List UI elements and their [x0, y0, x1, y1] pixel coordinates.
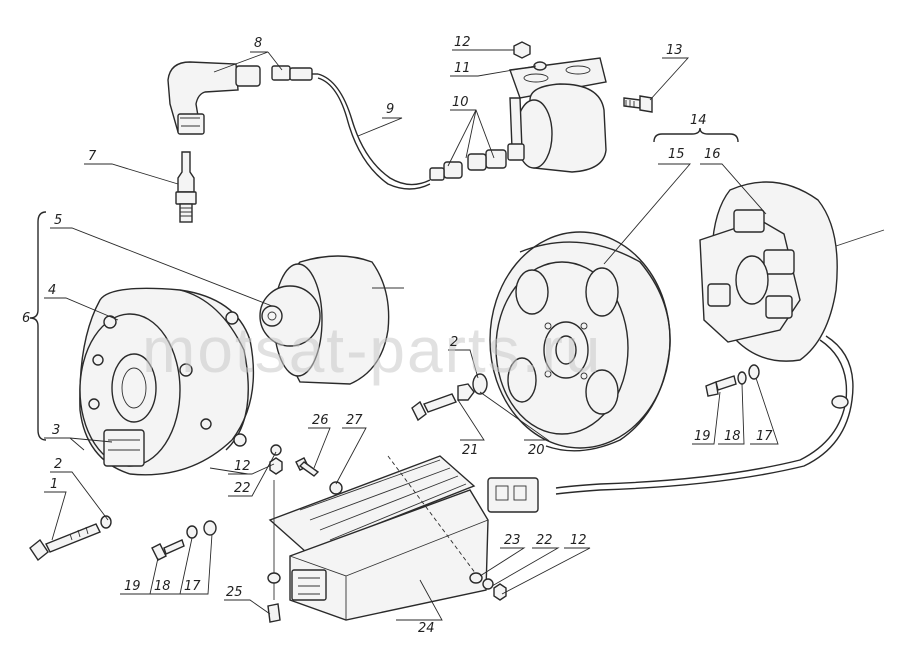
part-labels: 8 9 7 12 11 10 13 14 15 16 5 4 6 3 2 1 1…	[22, 35, 773, 636]
coil-nut-washer	[513, 41, 547, 71]
label-8: 8	[254, 36, 262, 51]
label-2-right: 2	[450, 335, 458, 350]
flywheel-bolt	[411, 373, 488, 422]
label-16: 16	[704, 147, 721, 162]
watermark: motsat-parts.ru	[142, 314, 602, 386]
label-20: 20	[528, 443, 545, 458]
label-23: 23	[504, 533, 521, 548]
stator-housing	[79, 287, 255, 476]
label-7: 7	[88, 149, 97, 164]
left-bolt-set	[151, 520, 217, 561]
label-21: 21	[462, 443, 479, 458]
label-10: 10	[452, 95, 469, 110]
sub-assembly-bracket	[653, 127, 739, 143]
label-26: 26	[312, 413, 329, 428]
label-12-right: 12	[570, 533, 587, 548]
label-27: 27	[346, 413, 363, 428]
ht-wire	[317, 73, 431, 186]
assembly-bracket	[29, 211, 47, 441]
label-25: 25	[226, 585, 243, 600]
label-17-left: 17	[184, 579, 201, 594]
label-5: 5	[54, 213, 62, 228]
spark-plug-cap	[167, 61, 318, 135]
label-14: 14	[690, 113, 707, 128]
label-2-left: 2	[54, 457, 62, 472]
label-4: 4	[48, 283, 56, 298]
label-13: 13	[666, 43, 683, 58]
spark-plug	[175, 151, 197, 223]
label-12-mid: 12	[234, 459, 251, 474]
label-6: 6	[22, 311, 30, 326]
label-9: 9	[386, 102, 394, 117]
label-22-right: 22	[536, 533, 553, 548]
stator-bolt-set	[705, 364, 760, 397]
label-12-top: 12	[454, 35, 471, 50]
coil-bolt	[623, 95, 653, 113]
label-17-right: 17	[756, 429, 773, 444]
label-3: 3	[52, 423, 60, 438]
label-11: 11	[454, 61, 471, 76]
label-22-mid: 22	[234, 481, 251, 496]
label-19-left: 19	[124, 579, 141, 594]
label-18-right: 18	[724, 429, 741, 444]
long-bolt	[29, 515, 112, 562]
wire-harness	[487, 335, 854, 513]
label-15: 15	[668, 147, 685, 162]
label-24: 24	[418, 621, 435, 636]
label-18-left: 18	[154, 579, 171, 594]
rotor	[259, 255, 404, 385]
flywheel	[489, 231, 671, 452]
leader-lines	[44, 49, 779, 621]
stator-plate	[699, 181, 885, 362]
label-19-right: 19	[694, 429, 711, 444]
regulator-screws	[267, 444, 507, 623]
label-1: 1	[50, 477, 58, 492]
voltage-regulator	[268, 455, 489, 621]
